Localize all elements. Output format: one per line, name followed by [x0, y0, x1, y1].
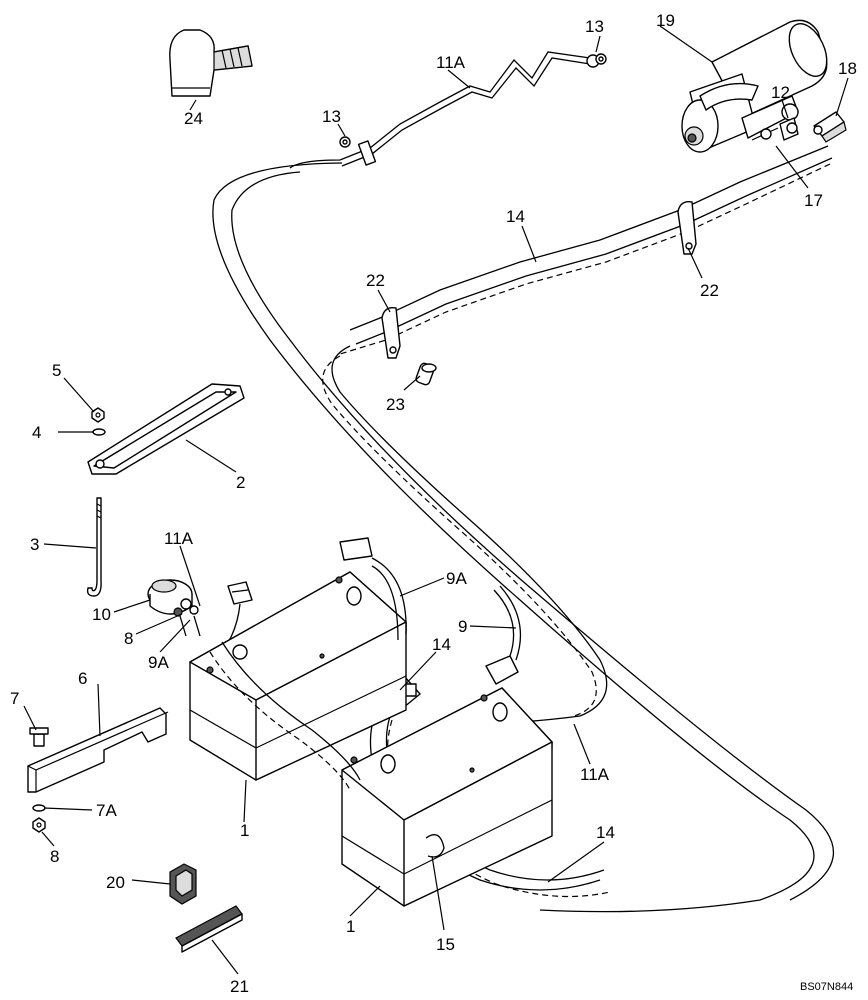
callout-23: 23 [386, 395, 405, 414]
leader-lines [23, 25, 849, 975]
drawing-code: BS07N844 [800, 981, 853, 993]
cable-9A [339, 537, 407, 641]
washer-13-left-hole [342, 139, 348, 145]
clip-22-left [381, 307, 401, 359]
connector-12 [779, 117, 799, 141]
callout-13-right: 13 [585, 17, 604, 36]
callout-17: 17 [804, 191, 823, 210]
cable-11A [212, 51, 835, 913]
washer-13-right-hole [598, 56, 604, 62]
callout-4: 4 [32, 423, 41, 442]
callout-21: 21 [230, 977, 249, 996]
callout-19: 19 [656, 11, 675, 30]
callout-11A-bottom: 11A [580, 765, 610, 784]
harness-connector [213, 581, 253, 661]
callout-11A-top: 11A [436, 53, 466, 72]
callout-1-lower: 1 [346, 917, 355, 936]
callout-11A-switch: 11A [164, 529, 194, 548]
edge-trim-21 [175, 905, 243, 953]
starter-motor [681, 19, 828, 153]
callout-22-right: 22 [700, 281, 719, 300]
callout-6: 6 [78, 669, 87, 688]
sleeve-23 [415, 362, 437, 386]
callout-22-left: 22 [366, 271, 385, 290]
battery-1-upper [189, 571, 407, 781]
callout-9-left: 8 [124, 629, 133, 648]
terminal-18 [813, 111, 847, 143]
callout-2: 2 [236, 473, 245, 492]
callout-1-upper: 1 [240, 821, 249, 840]
washer-7A [32, 804, 46, 812]
grommet-20 [169, 863, 197, 905]
battery-1-lower [341, 687, 553, 907]
callout-7A: 7A [96, 801, 117, 820]
callout-9-right: 9 [458, 617, 467, 636]
washer-4 [92, 428, 106, 436]
j-bolt-3 [86, 497, 102, 597]
callout-15: 15 [436, 935, 455, 954]
cable-11A-lower [209, 651, 351, 791]
callout-20: 20 [106, 873, 125, 892]
cable-9 [485, 585, 522, 685]
clip-22-right [677, 201, 697, 255]
callout-9A-right: 9A [446, 569, 467, 588]
boot-24 [169, 29, 253, 97]
callout-5: 5 [52, 361, 61, 380]
callout-labels: 19 13 11A 13 12 18 17 14 22 22 23 24 5 4… [10, 11, 857, 996]
callout-8-text: 8 [50, 847, 59, 866]
callout-10: 10 [92, 605, 111, 624]
callout-14-bottom: 14 [596, 823, 615, 842]
callout-3: 3 [30, 535, 39, 554]
callout-14-mid: 14 [432, 635, 451, 654]
nut-5 [91, 407, 105, 423]
cable-tie-15 [425, 834, 445, 858]
cable-11A-lower-edge [221, 641, 361, 781]
callout-24: 24 [184, 109, 203, 128]
callout-13-left: 13 [322, 107, 341, 126]
nut-8 [32, 817, 46, 833]
callout-14-top: 14 [506, 207, 525, 226]
callout-7: 7 [10, 689, 19, 708]
callout-12: 12 [771, 83, 790, 102]
plate-6 [27, 707, 169, 793]
callout-18: 18 [838, 59, 857, 78]
disconnect-switch-10 [147, 579, 201, 637]
bolt-7 [29, 727, 49, 747]
battery-hold-down-2 [87, 383, 245, 475]
callout-9A-left: 9A [148, 653, 169, 672]
